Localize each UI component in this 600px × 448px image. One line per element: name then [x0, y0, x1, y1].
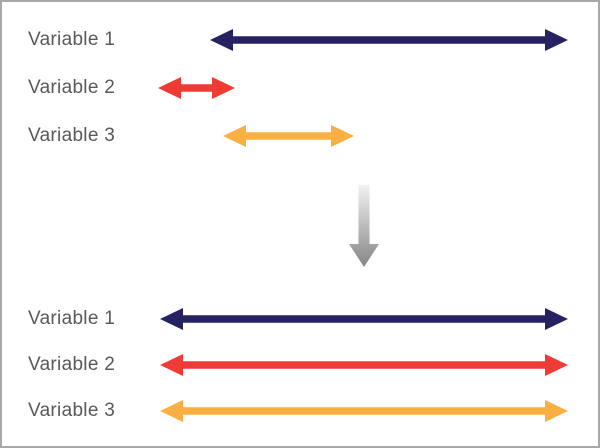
- variable-label: Variable 1: [28, 29, 116, 50]
- variable-label: Variable 2: [28, 354, 116, 375]
- variable-label: Variable 3: [28, 400, 116, 421]
- variable-label: Variable 1: [28, 308, 116, 329]
- variable-label: Variable 2: [28, 77, 116, 98]
- double-arrow-before-variable-1: [210, 29, 568, 51]
- down-arrow-icon: [349, 185, 379, 267]
- double-arrow-after-variable-1: [160, 308, 568, 330]
- arrows-layer: [158, 29, 568, 422]
- double-arrow-before-variable-3: [223, 125, 354, 147]
- double-arrow-before-variable-2: [158, 77, 235, 99]
- double-arrow-after-variable-3: [160, 400, 568, 422]
- variable-label: Variable 3: [28, 125, 116, 146]
- double-arrow-after-variable-2: [160, 354, 568, 376]
